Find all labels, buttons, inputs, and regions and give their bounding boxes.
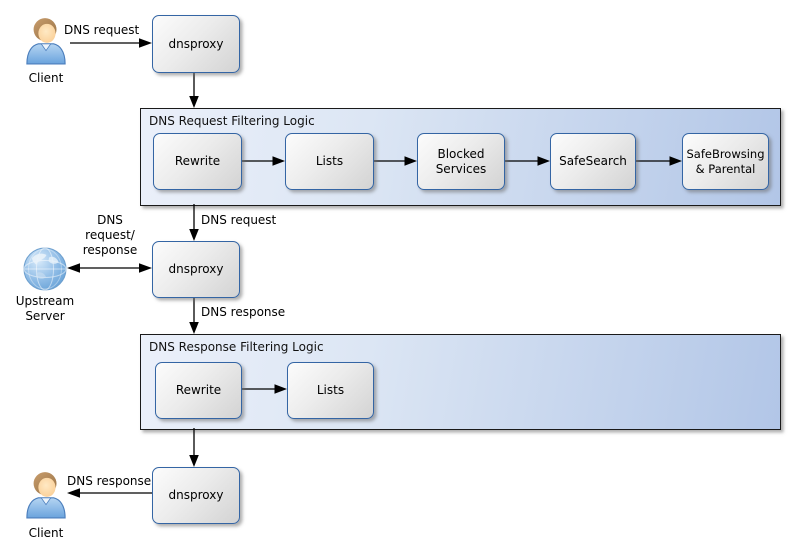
- client-top-label: Client: [28, 71, 64, 85]
- edge-request-filter-to-dnsproxy2: [189, 204, 199, 241]
- globe-icon: [22, 246, 68, 292]
- label-dns-request-mid: DNS request: [201, 213, 277, 227]
- group-title-response: DNS Response Filtering Logic: [149, 340, 324, 354]
- node-safesearch: SafeSearch: [550, 133, 636, 190]
- node-response-rewrite: Rewrite: [155, 362, 242, 419]
- node-request-lists: Lists: [285, 133, 374, 190]
- client-bottom-label: Client: [28, 526, 64, 540]
- edge-upstream-exchange: [67, 263, 152, 273]
- group-title-request: DNS Request Filtering Logic: [149, 114, 315, 128]
- node-response-lists: Lists: [287, 362, 374, 419]
- edge-client-to-dnsproxy1: [70, 38, 152, 48]
- node-blocked-services: Blocked Services: [417, 133, 505, 190]
- edge-dnsproxy3-to-client: [67, 488, 152, 498]
- label-dns-response-mid: DNS response: [201, 305, 286, 319]
- node-dnsproxy-middle: dnsproxy: [152, 241, 240, 298]
- node-dnsproxy-bottom: dnsproxy: [152, 467, 240, 524]
- group-dns-response-filtering: DNS Response Filtering Logic: [140, 334, 781, 430]
- node-safebrowsing-parental: SafeBrowsing & Parental: [682, 133, 769, 190]
- edge-dnsproxy2-to-response-filter: [189, 296, 199, 334]
- node-dnsproxy-top: dnsproxy: [152, 15, 240, 73]
- label-dns-request-top: DNS request: [64, 23, 140, 37]
- label-dns-response-bottom: DNS response: [67, 474, 152, 488]
- edge-response-filter-to-dnsproxy3: [189, 428, 199, 467]
- user-icon: [25, 470, 67, 520]
- user-icon: [25, 16, 67, 66]
- label-dns-request-response: DNS request/ response: [82, 213, 138, 257]
- edge-dnsproxy1-to-request-filter: [189, 71, 199, 108]
- node-request-rewrite: Rewrite: [153, 133, 242, 190]
- upstream-server-label: Upstream Server: [15, 294, 75, 323]
